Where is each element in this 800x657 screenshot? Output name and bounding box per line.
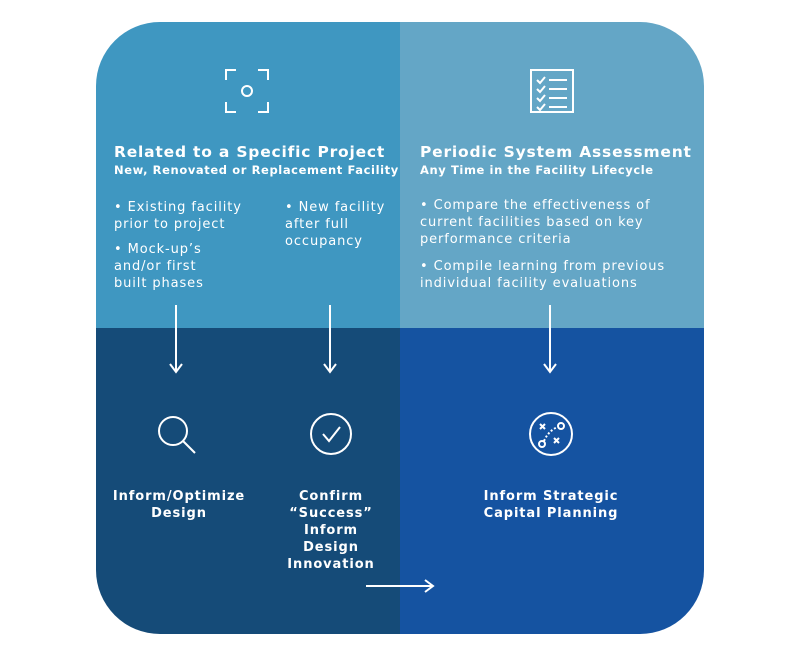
left-bullet-mockups: • Mock-up’s and/or first built phases <box>114 242 204 291</box>
down-arrow-left <box>169 305 183 374</box>
magnifier-icon <box>158 416 196 454</box>
checklist-icon <box>530 69 574 113</box>
strategy-play-icon <box>529 412 573 456</box>
right-panel-title: Periodic System Assessment <box>420 143 692 161</box>
viewfinder-icon <box>225 69 269 113</box>
evaluation-framework-card <box>96 22 704 634</box>
checkmark-circle-icon <box>310 413 352 455</box>
right-panel-subtitle: Any Time in the Facility Lifecycle <box>420 163 654 177</box>
outcome-inform-optimize-design: Inform/Optimize Design <box>112 489 246 521</box>
project-specific-quadrant <box>96 22 400 328</box>
strategic-outcome-quadrant <box>400 328 704 634</box>
periodic-assessment-quadrant <box>400 22 704 328</box>
project-outcomes-quadrant <box>96 328 400 634</box>
left-bullet-existing-facility: • Existing facility prior to project <box>114 200 242 232</box>
right-arrow-bottom <box>366 579 435 593</box>
right-bullet-compile: • Compile learning from previous individ… <box>420 259 666 291</box>
left-panel-title: Related to a Specific Project <box>114 143 386 161</box>
down-arrow-middle <box>323 305 337 374</box>
outcome-confirm-success: Confirm “Success” Inform Design Innovati… <box>287 489 375 572</box>
outcome-inform-strategic-planning: Inform Strategic Capital Planning <box>483 489 619 521</box>
left-panel-subtitle: New, Renovated or Replacement Facility <box>114 163 399 177</box>
left-bullet-new-facility: • New facility after full occupancy <box>285 200 386 249</box>
down-arrow-right <box>543 305 557 374</box>
right-bullet-compare: • Compare the effectiveness of current f… <box>420 198 651 247</box>
